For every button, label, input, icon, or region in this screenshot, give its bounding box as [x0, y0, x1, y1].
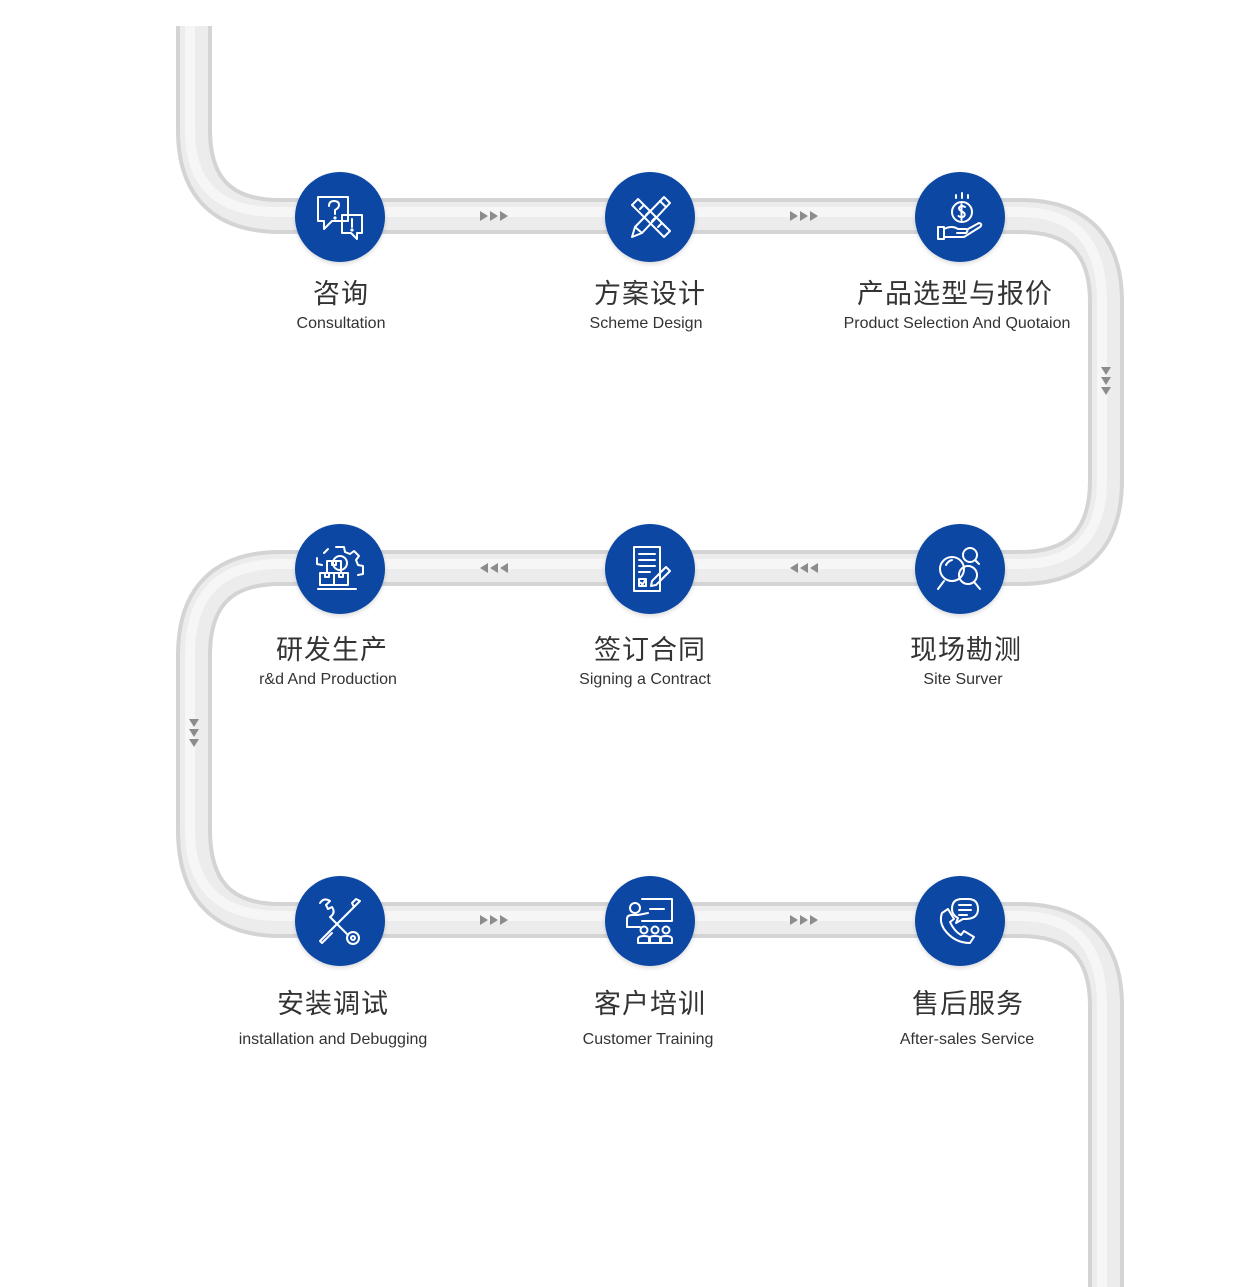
step-consultation [295, 172, 385, 262]
step-site-survey [915, 524, 1005, 614]
step-title-zh: 客户培训 [594, 989, 706, 1020]
step-title-en: Consultation [296, 315, 386, 332]
arrow-right-icon [480, 915, 508, 925]
magnifier-icon [937, 547, 981, 590]
arrow-left-icon [480, 563, 508, 573]
arrow-left-icon [790, 563, 818, 573]
step-title-en: After-sales Service [899, 1031, 1035, 1048]
step-title-en: Signing a Contract [579, 671, 711, 688]
step-rd-production [295, 524, 385, 614]
pencil-ruler-icon [631, 196, 671, 238]
consultation-icon [317, 196, 363, 240]
step-after-sales-service [915, 876, 1005, 966]
step-title-zh: 咨询 [313, 279, 369, 310]
step-title-zh: 签订合同 [594, 635, 706, 666]
gear-boxes-icon [316, 546, 364, 590]
step-title-en: installation and Debugging [238, 1031, 428, 1048]
step-title-zh: 安装调试 [277, 989, 389, 1020]
step-scheme-design [605, 172, 695, 262]
arrow-right-icon [480, 211, 508, 221]
step-title-en: Site Surver [923, 671, 1003, 688]
step-title-en: r&d And Production [259, 671, 397, 688]
step-title-zh: 方案设计 [594, 279, 706, 310]
step-title-zh: 现场勘测 [910, 635, 1022, 666]
step-signing-contract [605, 524, 695, 614]
arrow-down-icon [1101, 367, 1111, 395]
arrow-right-icon [790, 211, 818, 221]
step-product-selection [915, 172, 1005, 262]
step-title-zh: 研发生产 [276, 635, 388, 666]
step-title-zh: 售后服务 [912, 989, 1024, 1020]
arrow-right-icon [790, 915, 818, 925]
contract-icon [633, 546, 671, 592]
step-title-en: Product Selection And Quotaion [843, 315, 1071, 332]
step-title-zh: 产品选型与报价 [857, 279, 1053, 310]
money-hand-icon [937, 192, 983, 240]
step-title-en: Scheme Design [589, 315, 703, 332]
training-icon [626, 898, 673, 944]
tools-icon [319, 898, 361, 945]
step-title-en: Customer Training [582, 1031, 714, 1048]
arrow-down-icon [189, 719, 199, 747]
phone-chat-icon [939, 898, 979, 944]
step-customer-training [605, 876, 695, 966]
step-installation-debugging [295, 876, 385, 966]
